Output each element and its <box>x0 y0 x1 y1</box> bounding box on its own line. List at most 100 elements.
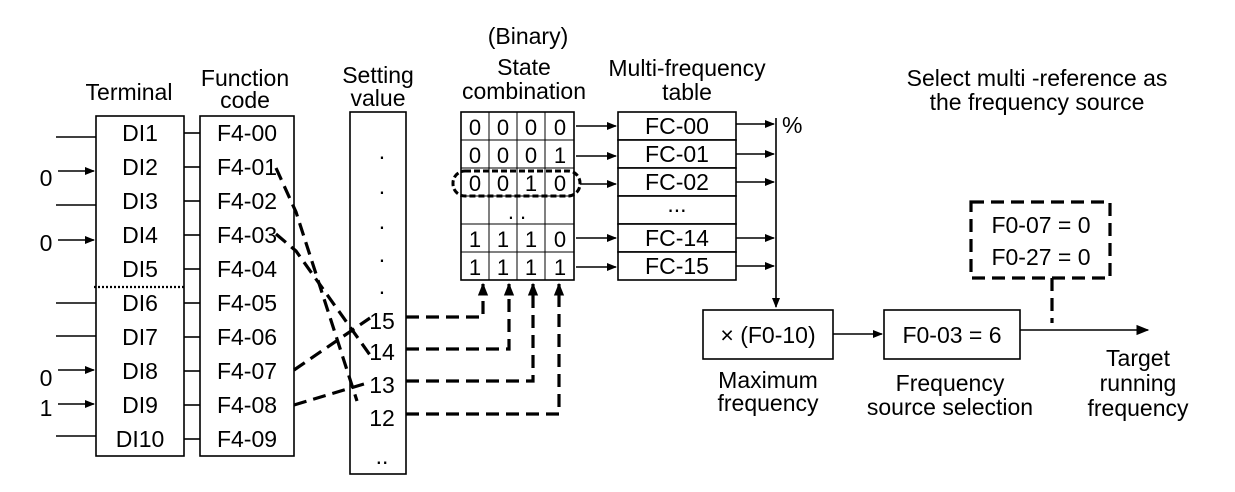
state-r3-c4: 0 <box>554 171 566 196</box>
terminal-header: Terminal <box>86 79 173 105</box>
mapping-lines <box>274 167 372 407</box>
terminal-di3: DI3 <box>122 188 158 214</box>
parameter-f0-07: F0-07 = 0 <box>991 212 1090 238</box>
freq-label-fc-15: FC-15 <box>645 253 709 279</box>
mapping-f4-07-to-15 <box>293 316 371 372</box>
bit-line-14 <box>406 282 515 351</box>
function-code-f4-09: F4-09 <box>217 426 277 452</box>
output-label-line-3: frequency <box>1087 395 1189 421</box>
terminal-di8: DI8 <box>122 358 158 384</box>
mapping-f4-01-to-13 <box>274 167 359 402</box>
di9-input-value: 1 <box>40 395 53 421</box>
state-r3-c3: 1 <box>525 171 537 196</box>
freq-cell-fc-02 <box>617 167 737 197</box>
freq-label-fc-01: FC-01 <box>645 141 709 167</box>
setting-dot-5: . <box>379 273 385 299</box>
max-frequency-label-line-1: Maximum <box>718 367 818 393</box>
setting-value-13: 13 <box>369 372 395 398</box>
freq-label-ellipsis: ... <box>667 191 686 217</box>
function-code-f4-03: F4-03 <box>217 222 277 248</box>
state-ellipsis: . . <box>508 199 526 224</box>
function-code-f4-06: F4-06 <box>217 324 277 350</box>
state-combination-block: 0 0 0 0 0 0 0 1 0 0 1 0 . . 1 1 1 0 1 1 … <box>451 111 582 281</box>
freq-label-fc-02: FC-02 <box>645 169 709 195</box>
terminal-di6: DI6 <box>122 290 158 316</box>
function-code-header-line-1: Function <box>201 65 289 91</box>
percent-label: % <box>782 112 802 138</box>
frequency-source-block: F0-03 = 6 Frequency source selection <box>867 309 1033 420</box>
freq-table-header-line-2: table <box>662 79 712 105</box>
state-r5-c4: 0 <box>554 227 566 252</box>
state-r5-c3: 1 <box>525 227 537 252</box>
frequency-source-label-line-2: source selection <box>867 394 1033 420</box>
terminal-di9: DI9 <box>122 392 158 418</box>
bit-connection-lines <box>406 282 565 416</box>
bit-line-15 <box>406 282 489 319</box>
terminal-di5: DI5 <box>122 256 158 282</box>
terminal-di1: DI1 <box>122 120 158 146</box>
di4-input-value: 0 <box>40 230 53 256</box>
freq-table-header-line-1: Multi-frequency <box>608 55 766 81</box>
setting-value-14: 14 <box>369 339 395 365</box>
freq-cell-ellipsis <box>617 195 737 225</box>
state-r2-c2: 0 <box>497 143 509 168</box>
state-r6-c1: 1 <box>469 255 481 280</box>
output-label-line-1: Target <box>1106 345 1171 371</box>
function-code-f4-05: F4-05 <box>217 290 277 316</box>
setting-value-15: 15 <box>369 308 395 334</box>
setting-dot-4: . <box>379 241 385 267</box>
frequency-table-block: FC-00 FC-01 FC-02 ... FC-14 FC-15 <box>617 111 737 281</box>
max-frequency-label-line-2: frequency <box>717 390 819 416</box>
select-note-line-2: the frequency source <box>930 89 1145 115</box>
state-header-line-1: State <box>497 54 551 80</box>
terminal-di7: DI7 <box>122 324 158 350</box>
mapping-f4-03-to-14 <box>274 232 372 356</box>
bit-line-13 <box>406 282 539 383</box>
state-r3-c1: 0 <box>469 171 481 196</box>
function-code-f4-07: F4-07 <box>217 358 277 384</box>
state-r6-c3: 1 <box>525 255 537 280</box>
setting-value-tail: .. <box>376 443 389 469</box>
max-frequency-formula: × (F0-10) <box>720 322 815 348</box>
output-label-line-2: running <box>1100 370 1177 396</box>
state-r3-c2: 0 <box>497 171 509 196</box>
state-r5-c1: 1 <box>469 227 481 252</box>
binary-header: (Binary) <box>488 23 569 49</box>
function-code-f4-02: F4-02 <box>217 188 277 214</box>
headers: Terminal Function code Setting value (Bi… <box>86 23 1168 115</box>
freq-cell-fc-00 <box>617 111 737 141</box>
state-r2-c1: 0 <box>469 143 481 168</box>
setting-dot-3: . <box>379 208 385 234</box>
function-code-f4-04: F4-04 <box>217 256 277 282</box>
function-code-header-line-2: code <box>220 87 270 113</box>
setting-value-box <box>349 111 407 475</box>
setting-value-header-line-2: value <box>351 85 406 111</box>
frequency-source-value: F0-03 = 6 <box>902 322 1001 348</box>
terminal-block: 0 0 0 1 DI1 DI2 DI3 DI4 DI5 DI6 DI7 DI8 … <box>40 115 200 457</box>
max-frequency-block: × (F0-10) Maximum frequency <box>702 309 883 416</box>
freq-label-fc-00: FC-00 <box>645 113 709 139</box>
table-to-bus-arrows: % <box>736 112 802 308</box>
frequency-source-label-line-1: Frequency <box>896 370 1005 396</box>
di2-input-value: 0 <box>40 165 53 191</box>
function-code-block: F4-00 F4-01 F4-02 F4-03 F4-04 F4-05 F4-0… <box>199 115 295 457</box>
setting-value-block: . . . . . 15 14 13 12 .. <box>349 111 407 475</box>
bit-line-12 <box>406 282 565 416</box>
freq-cell-fc-14 <box>617 223 737 253</box>
state-r1-c1: 0 <box>469 115 481 140</box>
terminal-di2: DI2 <box>122 154 158 180</box>
setting-dot-2: . <box>379 173 385 199</box>
state-r1-c3: 0 <box>525 115 537 140</box>
state-r1-c2: 0 <box>497 115 509 140</box>
terminal-di4: DI4 <box>122 222 158 248</box>
setting-value-12: 12 <box>369 405 395 431</box>
state-r1-c4: 0 <box>554 115 566 140</box>
state-r6-c2: 1 <box>497 255 509 280</box>
state-r2-c4: 1 <box>554 143 566 168</box>
di8-input-value: 0 <box>40 365 53 391</box>
parameter-f0-27: F0-27 = 0 <box>991 244 1090 270</box>
mapping-f4-08-to-12 <box>293 382 365 407</box>
parameter-box <box>969 200 1112 280</box>
freq-cell-fc-15 <box>617 251 737 281</box>
